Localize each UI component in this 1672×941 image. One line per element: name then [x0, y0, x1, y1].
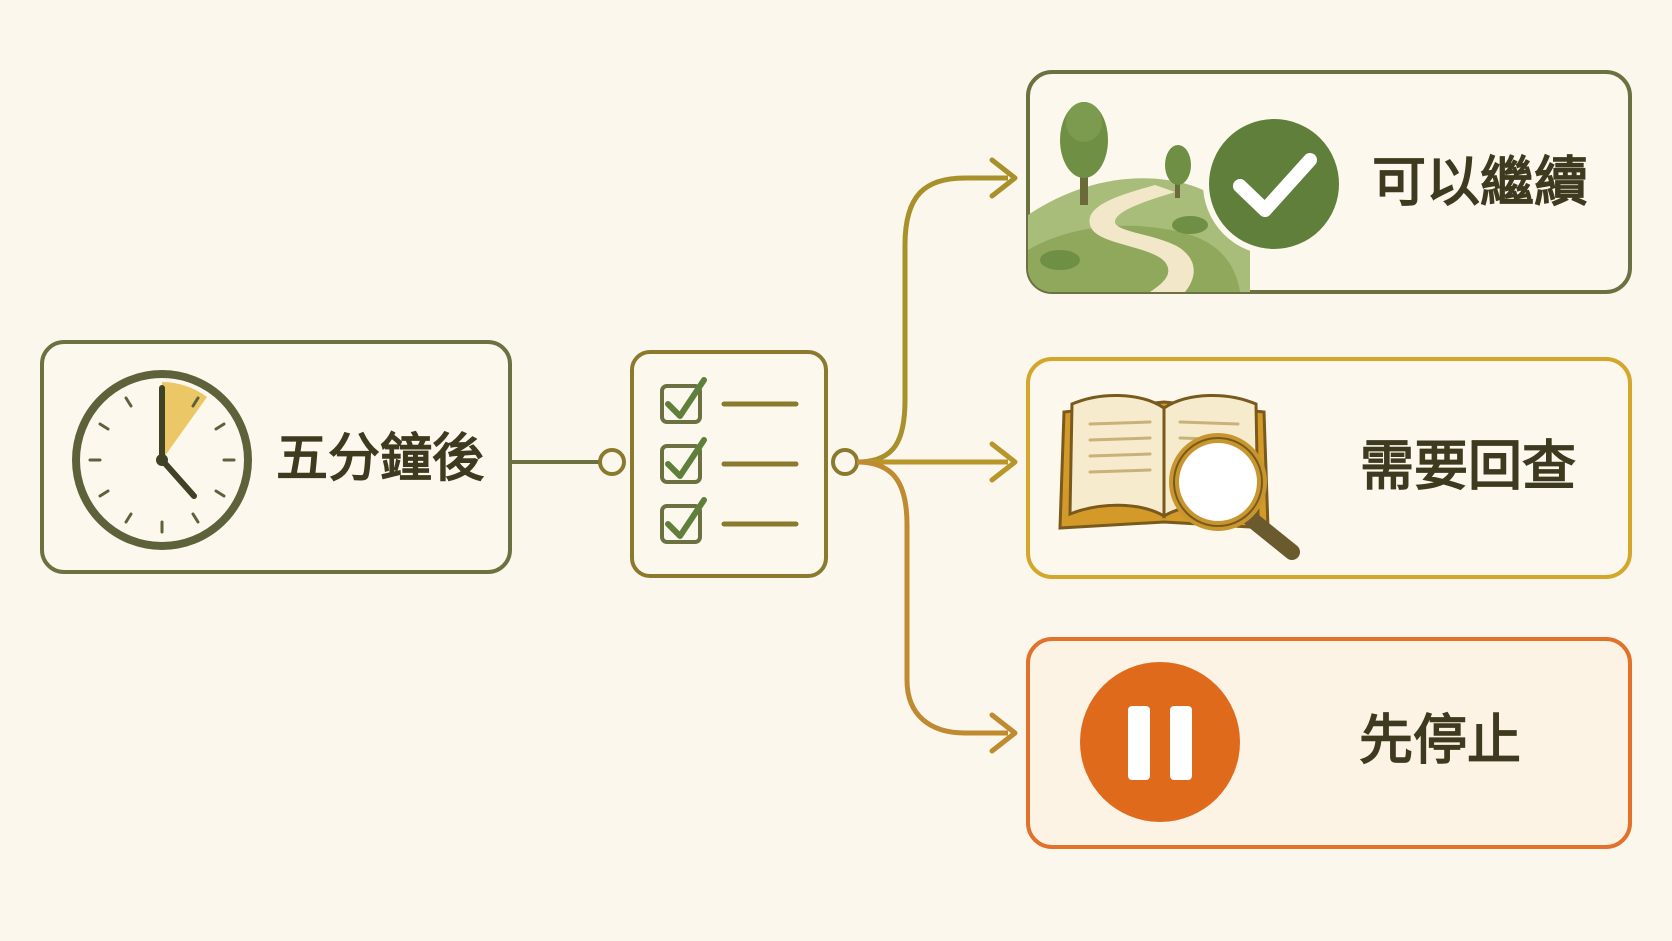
small-tree-icon	[1165, 145, 1191, 198]
clock-icon	[72, 370, 252, 550]
branch-to-stop	[856, 459, 1008, 736]
checklist-card	[630, 350, 828, 578]
outcome-label-continue: 可以繼續	[1372, 151, 1588, 214]
outcome-label-stop: 先停止	[1359, 709, 1521, 772]
connector-node-right	[831, 448, 859, 476]
outcome-card-stop: 先停止	[1026, 637, 1632, 849]
arrow-head-review	[989, 441, 1018, 483]
connectors	[510, 157, 1018, 754]
arrow-head-stop	[989, 712, 1018, 754]
arrow-head-continue	[989, 157, 1018, 199]
book-magnifier-icon	[1058, 394, 1300, 560]
start-label: 五分鐘後	[276, 429, 485, 489]
start-card: 五分鐘後	[40, 340, 512, 574]
tree-icon	[1060, 102, 1108, 205]
outcome-card-review: 需要回查	[1026, 357, 1632, 579]
outcome-label-review: 需要回查	[1360, 435, 1576, 498]
checklist-icon	[660, 377, 799, 544]
outcome-card-continue: 可以繼續	[1026, 70, 1632, 294]
branch-to-continue	[856, 175, 1008, 465]
check-circle-icon	[1203, 113, 1345, 255]
connector-node-left	[598, 448, 626, 476]
landscape-illustration	[1028, 102, 1250, 292]
pause-icon	[1080, 662, 1240, 822]
